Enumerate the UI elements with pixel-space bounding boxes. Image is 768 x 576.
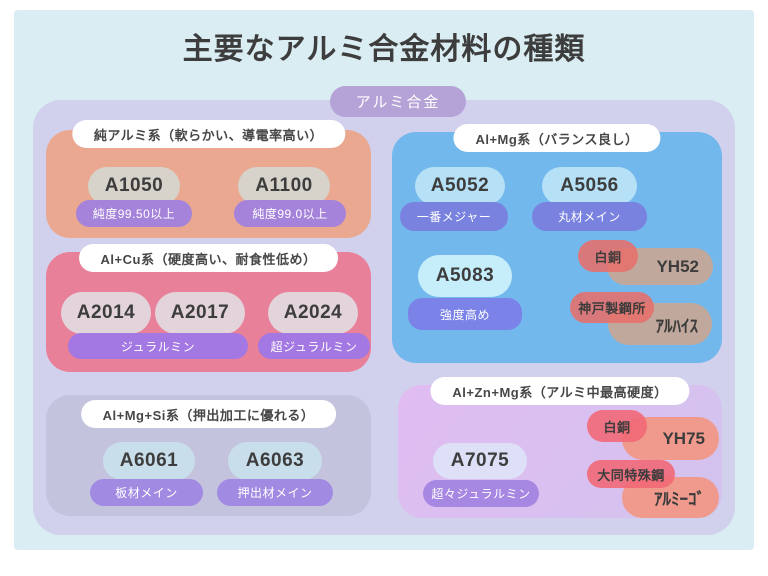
section-header-mgsi: Al+Mg+Si系（押出加工に優れる） <box>80 400 337 428</box>
alloy-code-a5052: A5052 <box>415 167 505 205</box>
section-header-pure: 純アルミ系（軟らかい、導電率高い） <box>71 120 346 148</box>
section-al-mg-box: Al+Mg系（バランス良し） A5052 A5056 一番メジャー 丸材メイン … <box>392 124 722 363</box>
note-pill-round-bar: 丸材メイン <box>532 202 647 231</box>
alloy-code-a6063: A6063 <box>228 442 322 480</box>
alloy-code-a2017: A2017 <box>155 292 245 334</box>
note-pill-extrusion-main: 押出材メイン <box>217 479 333 506</box>
page-title: 主要なアルミ合金材料の種類 <box>182 33 586 66</box>
section-header-cu: Al+Cu系（硬度高い、耐食性低め） <box>78 244 339 272</box>
alloy-root-badge: アルミ合金 <box>330 86 466 117</box>
section-header-mg: Al+Mg系（バランス良し） <box>453 124 661 152</box>
section-header-znmg: Al+Zn+Mg系（アルミ中最高硬度） <box>430 377 690 405</box>
alloy-code-a5056: A5056 <box>542 167 637 205</box>
alloy-code-a1100: A1100 <box>238 167 330 205</box>
note-pill-purity-9950: 純度99.50以上 <box>76 200 192 227</box>
section-al-cu-box: Al+Cu系（硬度高い、耐食性低め） A2014 A2017 A2024 ジュラ… <box>46 244 371 372</box>
note-pill-sheet-main: 板材メイン <box>90 479 203 506</box>
maker-pill-hakudo: 白銅 <box>578 240 638 272</box>
note-pill-purity-990: 純度99.0以上 <box>234 200 346 227</box>
alloy-code-a5083: A5083 <box>418 255 512 297</box>
maker-pill-hakudo-2: 白銅 <box>587 410 647 442</box>
section-pure-aluminum-box: 純アルミ系（軟らかい、導電率高い） A1050 A1100 純度99.50以上 … <box>46 120 371 238</box>
note-pill-super-duralumin: 超ジュラルミン <box>258 333 370 359</box>
section-al-mg-si-box: Al+Mg+Si系（押出加工に優れる） A6061 A6063 板材メイン 押出… <box>46 395 371 516</box>
maker-pill-daido-steel: 大同特殊鋼 <box>587 460 675 488</box>
note-pill-high-strength: 強度高め <box>408 298 522 330</box>
alloy-code-a2024: A2024 <box>268 292 358 334</box>
maker-pill-kobe-steel: 神戸製鋼所 <box>570 292 654 323</box>
alloy-code-a7075: A7075 <box>433 443 527 479</box>
section-al-zn-mg-box: Al+Zn+Mg系（アルミ中最高硬度） A7075 超々ジュラルミン YH75 … <box>398 377 722 518</box>
note-pill-duralumin: ジュラルミン <box>68 333 248 359</box>
alloy-code-a1050: A1050 <box>88 167 180 205</box>
note-pill-most-popular: 一番メジャー <box>400 202 508 231</box>
alloy-code-a6061: A6061 <box>103 442 195 480</box>
alloy-code-a2014: A2014 <box>61 292 151 334</box>
note-pill-extra-super-duralumin: 超々ジュラルミン <box>423 480 539 507</box>
